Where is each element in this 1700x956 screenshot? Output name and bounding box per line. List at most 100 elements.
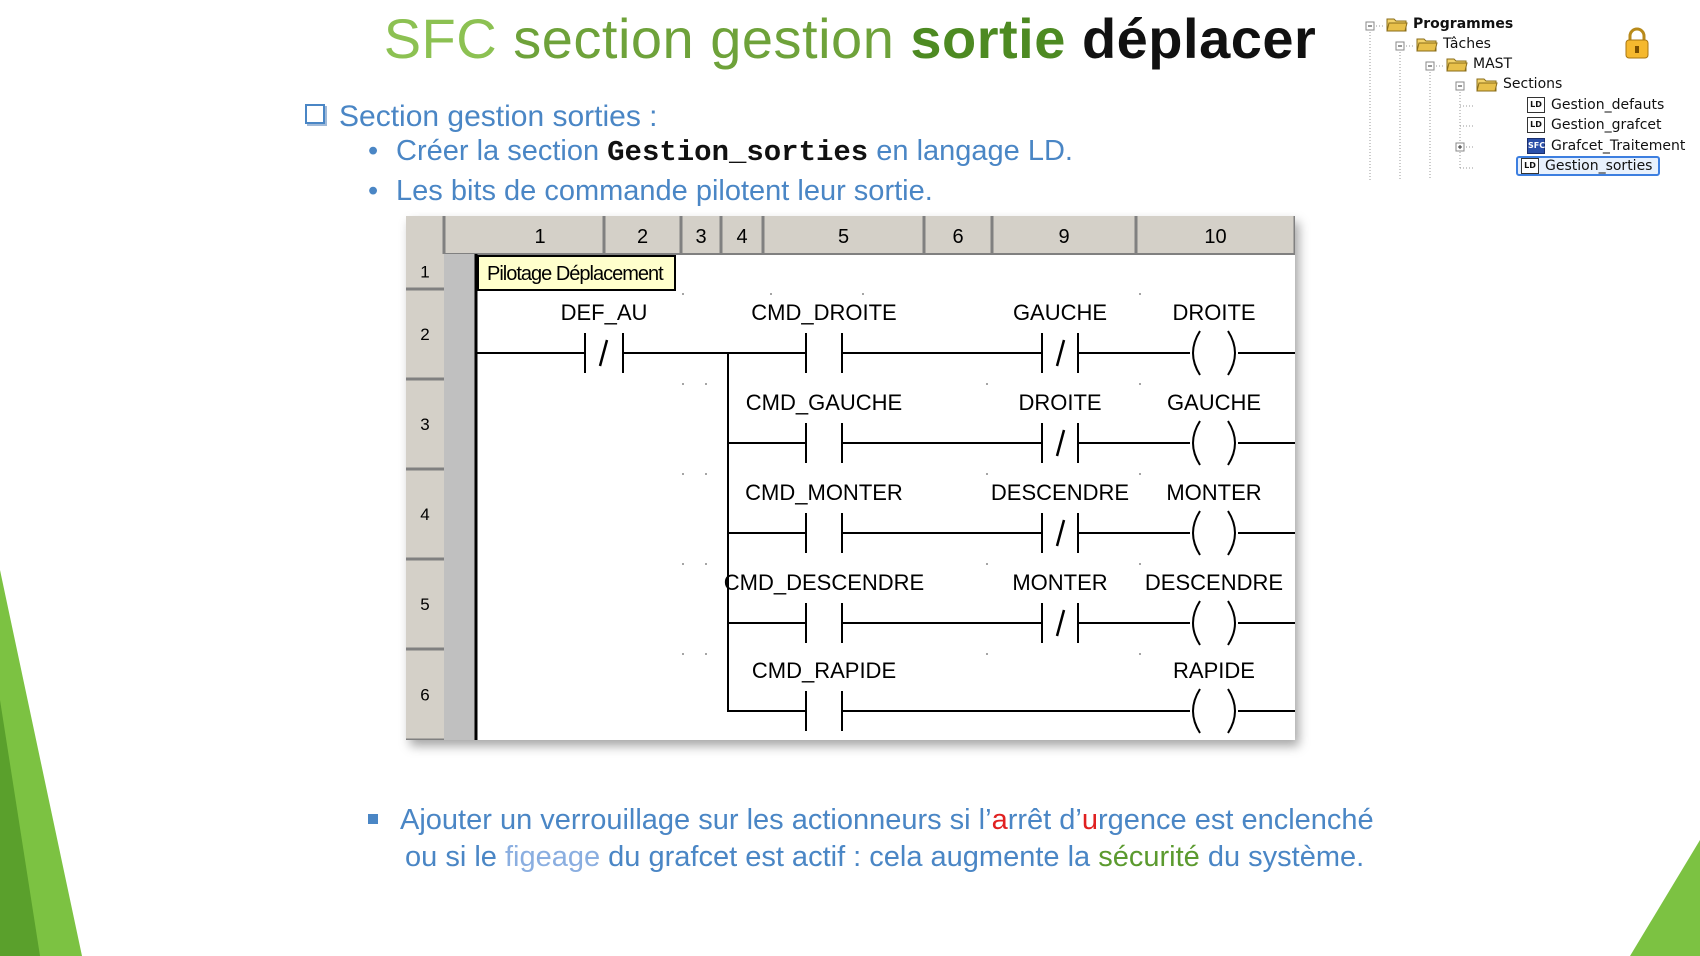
note-securite: sécurité	[1098, 841, 1200, 873]
contact-label: CMD_RAPIDE	[752, 658, 896, 683]
coil-right-arc	[1227, 510, 1236, 556]
coil-right-arc	[1227, 600, 1236, 646]
lock-icon	[1625, 27, 1649, 59]
column-headers: 1 2 3 4 5 6 9 10	[442, 216, 1295, 254]
coil-left-arc	[1192, 510, 1201, 556]
tree-label: Gestion_grafcet	[1551, 117, 1662, 133]
note-text: du grafcet est actif : cela augmente la	[600, 841, 1099, 873]
title-sortie: sortie	[910, 7, 1066, 70]
tree-label: Sections	[1503, 76, 1563, 92]
contact-label: CMD_DROITE	[751, 300, 896, 325]
tree-item-gestion-grafcet[interactable]: LD Gestion_grafcet	[1527, 117, 1662, 133]
project-browser-tree: Programmes Tâches MAST Sections LD Gestio…	[1364, 14, 1685, 184]
contact-label: CMD_MONTER	[745, 480, 903, 505]
coil-label: RAPIDE	[1173, 658, 1255, 683]
rung: CMD_MONTER DESCENDRE MONTER	[728, 480, 1295, 556]
contact-slash	[1055, 429, 1066, 457]
coil-label: DROITE	[1172, 300, 1255, 325]
rung: CMD_DESCENDRE MONTER DESCENDRE	[724, 570, 1295, 646]
section-code-name: Gestion_sorties	[607, 136, 869, 169]
column-header: 9	[1058, 226, 1069, 248]
row-header: 6	[420, 686, 429, 705]
column-header: 2	[637, 226, 648, 248]
tree-item-programmes[interactable]: Programmes	[1386, 16, 1513, 32]
checkbox-bullet-icon	[305, 104, 325, 124]
column-header: 10	[1204, 226, 1226, 248]
bullet-text: en langage LD.	[868, 135, 1073, 167]
contact-slash	[1055, 609, 1066, 637]
coil-label: MONTER	[1166, 480, 1261, 505]
coil-right-arc	[1227, 688, 1236, 734]
column-header: 6	[952, 226, 963, 248]
ld-section-icon: LD	[1527, 117, 1545, 133]
bullet-create-section: • Créer la section Gestion_sorties en lan…	[368, 135, 1073, 169]
tree-item-gestion-sorties[interactable]: LD Gestion_sorties	[1516, 156, 1661, 176]
row-header: 5	[420, 595, 429, 614]
rung: CMD_DROITE GAUCHE DROITE	[728, 300, 1295, 376]
column-header: 4	[736, 226, 747, 248]
coil-left-arc	[1192, 420, 1201, 466]
coil-left-arc	[1192, 330, 1201, 376]
contact-label: CMD_DESCENDRE	[724, 570, 924, 595]
tree-item-sections[interactable]: Sections	[1476, 76, 1562, 92]
coil[interactable]	[1192, 510, 1236, 556]
note-text: Ajouter un verrouillage sur les actionne…	[400, 804, 992, 836]
coil-label: DESCENDRE	[1145, 570, 1283, 595]
coil[interactable]	[1192, 688, 1236, 734]
note-text: rgence est enclenché	[1098, 804, 1374, 836]
left-green-decoration	[0, 570, 82, 956]
coil[interactable]	[1192, 330, 1236, 376]
row-header: 2	[420, 325, 429, 344]
contact-label: CMD_GAUCHE	[746, 390, 902, 415]
folder-icon	[1386, 18, 1408, 32]
right-green-decoration	[1630, 840, 1700, 956]
note-text: du système.	[1199, 841, 1365, 873]
sfc-section-icon: SFC	[1527, 138, 1545, 154]
coil-left-arc	[1192, 688, 1201, 734]
tree-label: Gestion_defauts	[1551, 97, 1665, 113]
note-text: ou si le	[405, 841, 505, 873]
ld-section-icon: LD	[1521, 158, 1539, 174]
bullet-text: Les bits de commande pilotent leur sorti…	[396, 175, 933, 207]
comment-box[interactable]	[477, 255, 676, 291]
row-header: 1	[420, 263, 429, 282]
coil[interactable]	[1192, 600, 1236, 646]
coil[interactable]	[1192, 420, 1236, 466]
interlock-label: MONTER	[1012, 570, 1107, 595]
column-header: 1	[534, 226, 545, 248]
tree-item-mast[interactable]: MAST	[1446, 56, 1512, 72]
coil-left-arc	[1192, 600, 1201, 646]
bullet-command-bits: • Les bits de commande pilotent leur sort…	[368, 175, 933, 208]
tree-item-taches[interactable]: Tâches	[1416, 36, 1491, 52]
note-text: rrêt d’	[1007, 804, 1082, 836]
folder-icon	[1416, 38, 1438, 52]
column-header: 5	[838, 226, 849, 248]
slide-title: SFC section gestion sortie déplacer	[0, 6, 1700, 71]
bullet-dot-icon: •	[368, 175, 379, 207]
coil-label: GAUCHE	[1167, 390, 1261, 415]
rung: CMD_RAPIDE RAPIDE	[728, 658, 1295, 734]
interlock-label: GAUCHE	[1013, 300, 1107, 325]
contact-slash	[1055, 339, 1066, 367]
ld-section-icon: LD	[1527, 97, 1545, 113]
note-bullet: Ajouter un verrouillage sur les actionne…	[368, 802, 1374, 876]
tree-item-gestion-defauts[interactable]: LD Gestion_defauts	[1527, 97, 1664, 113]
bullet-text: Créer la section	[396, 135, 608, 167]
contact-slash	[1055, 519, 1066, 547]
interlock-label: DESCENDRE	[991, 480, 1129, 505]
tree-label: Gestion_sorties	[1545, 158, 1653, 174]
folder-icon	[1476, 78, 1498, 92]
column-header: 3	[695, 226, 706, 248]
folder-icon	[1446, 58, 1468, 72]
bullet-dot-icon: •	[368, 135, 379, 167]
interlock-label: DROITE	[1018, 390, 1101, 415]
square-bullet-icon	[368, 814, 378, 824]
title-deplacer: déplacer	[1065, 7, 1317, 70]
note-red-letter: u	[1081, 804, 1098, 836]
section-heading: Section gestion sorties :	[305, 100, 658, 134]
tree-label: Programmes	[1413, 16, 1514, 32]
